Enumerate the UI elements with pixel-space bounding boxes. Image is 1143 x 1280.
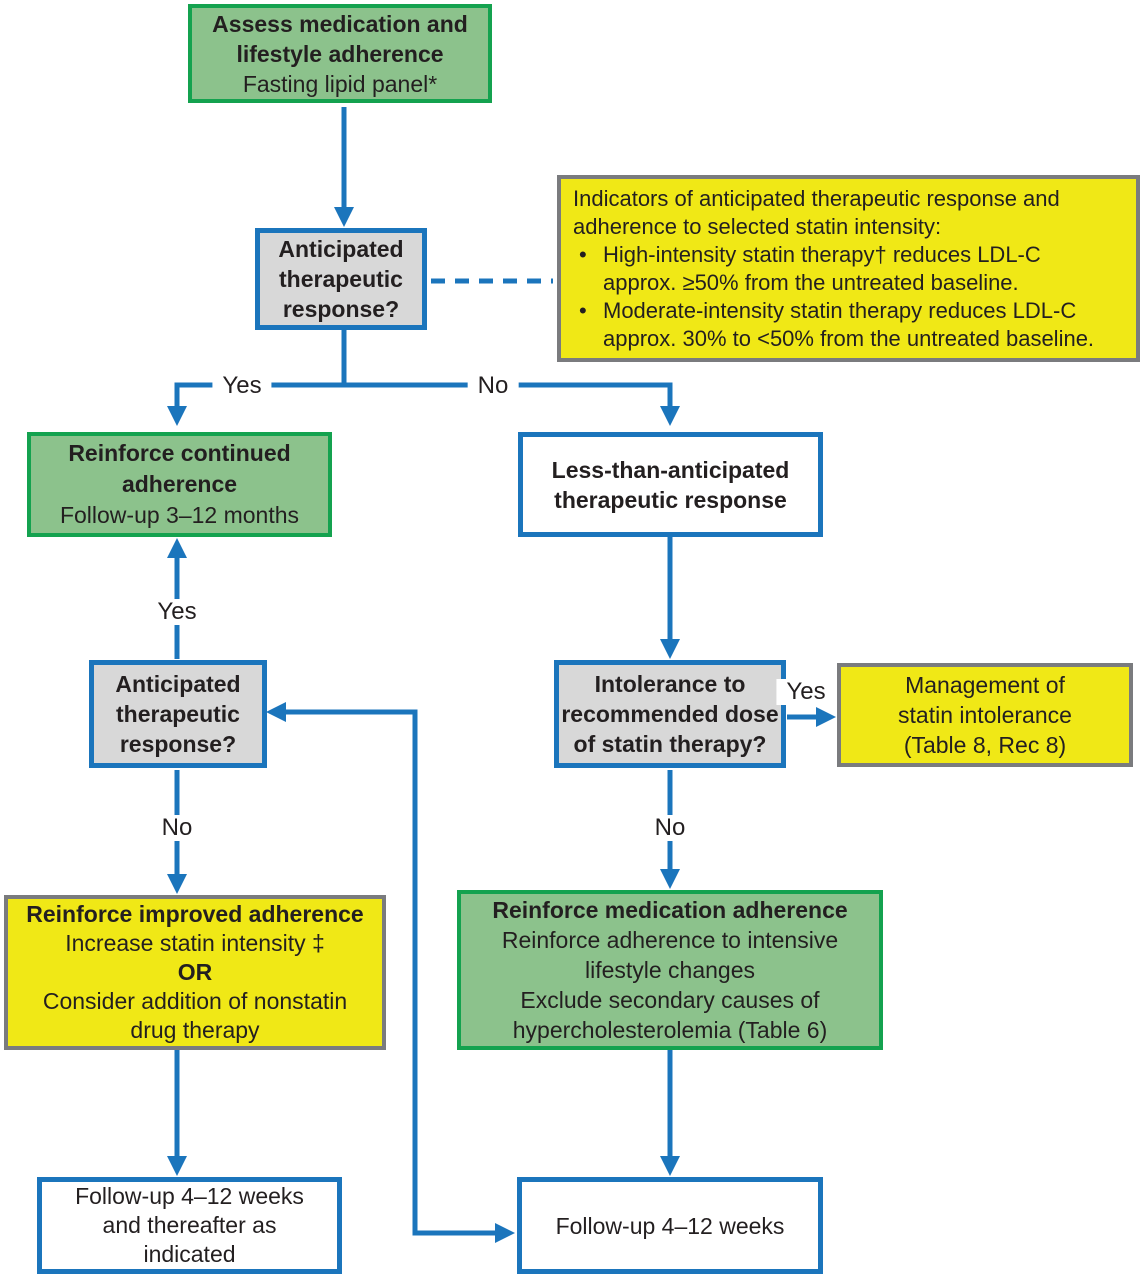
branch-yes-no-arrows (167, 382, 680, 426)
management-statin-intolerance-box: Management of statin intolerance (Table … (837, 663, 1133, 767)
text-line: statin intolerance (898, 702, 1072, 728)
text-line: Exclude secondary causes of (520, 987, 820, 1013)
text-line: of statin therapy? (573, 731, 767, 757)
text-line: indicated (143, 1241, 236, 1267)
text-line: response? (282, 296, 400, 322)
text-line: Anticipated (115, 671, 241, 697)
anticipated-response-decision-box-2: Anticipated therapeutic response? (89, 660, 267, 768)
text-line: Follow-up 3–12 months (59, 502, 300, 528)
text-line: High-intensity statin therapy† reduces L… (603, 242, 1041, 267)
branch-label-yes: Yes (776, 679, 836, 705)
text-line: Anticipated (278, 236, 404, 262)
text-line: therapeutic (116, 701, 240, 727)
text-line: therapeutic (279, 266, 403, 292)
branch-label-no: No (467, 373, 519, 399)
text-line: therapeutic response (554, 486, 787, 513)
text-line: recommended dose (561, 701, 779, 727)
text-line: Consider addition of nonstatin (42, 988, 348, 1014)
text-line: Increase statin intensity ‡ (65, 930, 325, 956)
text-line: (Table 8, Rec 8) (903, 732, 1067, 758)
reinforce-medication-adherence-box: Reinforce medication adherence Reinforce… (457, 890, 883, 1050)
less-than-anticipated-response-box: Less-than-anticipated therapeutic respon… (518, 432, 823, 537)
text-line: lifestyle changes (584, 957, 756, 983)
branch-label-no: No (644, 815, 696, 841)
text-line: OR (177, 959, 213, 985)
text-line: response? (119, 731, 237, 757)
assess-adherence-box: Assess medication and lifestyle adherenc… (188, 4, 492, 103)
text-line: approx. 30% to <50% from the untreated b… (603, 326, 1095, 351)
text-line: Fasting lipid panel* (242, 70, 438, 97)
text-line: Indicators of anticipated therapeutic re… (573, 186, 1060, 211)
branch-label-no: No (151, 815, 203, 841)
text-line: and thereafter as (102, 1212, 277, 1238)
text-line: Reinforce medication adherence (492, 897, 848, 923)
text-line: Intolerance to (594, 671, 746, 697)
bullet-item: Moderate-intensity statin therapy reduce… (573, 297, 1094, 353)
text-line: Management of (905, 672, 1065, 698)
text-line: Follow-up 4–12 weeks (75, 1183, 304, 1209)
reinforce-improved-adherence-box: Reinforce improved adherence Increase st… (4, 895, 386, 1050)
text-line: Reinforce adherence to intensive (501, 927, 839, 953)
text-line: adherence to selected statin intensity: (573, 214, 942, 239)
indicators-info-box: Indicators of anticipated therapeutic re… (557, 175, 1140, 362)
followup-4-12-weeks-box: Follow-up 4–12 weeks (517, 1177, 823, 1274)
text-line: approx. ≥50% from the untreated baseline… (603, 270, 1019, 295)
text-line: drug therapy (130, 1017, 260, 1043)
followup-4-12-weeks-thereafter-box: Follow-up 4–12 weeks and thereafter as i… (37, 1177, 342, 1274)
bullet-item: High-intensity statin therapy† reduces L… (573, 241, 1041, 297)
branch-label-yes: Yes (212, 373, 272, 399)
text-line: hypercholesterolemia (Table 6) (512, 1017, 828, 1043)
text-line: adherence (121, 471, 238, 497)
reinforce-continued-adherence-box: Reinforce continued adherence Follow-up … (27, 432, 332, 537)
text-line: Less-than-anticipated (551, 456, 790, 483)
anticipated-response-decision-box: Anticipated therapeutic response? (255, 228, 427, 330)
statin-intolerance-decision-box: Intolerance to recommended dose of stati… (554, 660, 786, 768)
text-line: Reinforce continued (68, 440, 291, 466)
text-line: lifestyle adherence (236, 40, 444, 67)
text-line: Moderate-intensity statin therapy reduce… (603, 298, 1077, 323)
text-line: Reinforce improved adherence (26, 901, 364, 927)
feedback-connector (266, 702, 515, 1243)
text-line: Assess medication and (212, 10, 468, 37)
branch-label-yes: Yes (147, 599, 207, 625)
text-line: Follow-up 4–12 weeks (555, 1212, 785, 1239)
